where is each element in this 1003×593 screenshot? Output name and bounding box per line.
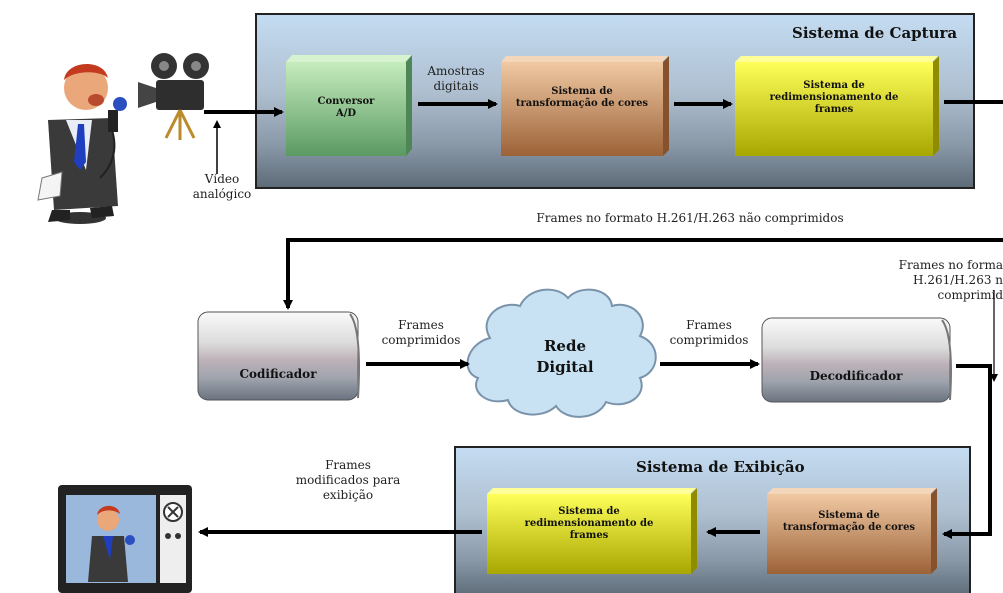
converter-label: Conversor A/D — [317, 96, 375, 119]
analog-video-label: Vídeo analógico — [192, 172, 252, 201]
color-transform-bottom-box — [767, 488, 937, 574]
color-transform-bottom-label: Sistema de transformação de cores — [782, 510, 916, 533]
resize-top-box — [735, 56, 939, 156]
reporter-icon — [37, 63, 127, 224]
encoder-box — [197, 311, 360, 401]
network-cloud — [466, 288, 657, 418]
decoder-label: Decodificador — [809, 369, 903, 383]
camera-icon — [138, 53, 209, 140]
display-frames-label: Frames modificados para exibição — [295, 458, 401, 502]
encoder-label: Codificador — [239, 367, 317, 381]
capture-panel-title: Sistema de Captura — [792, 24, 958, 42]
arrow-to-encoder — [283, 238, 1003, 310]
color-transform-top-box — [501, 56, 669, 156]
digital-samples-label: Amostras digitais — [427, 64, 485, 93]
resize-top-label: Sistema de redimensionamento de frames — [769, 80, 899, 115]
color-transform-top-label: Sistema de transformação de cores — [515, 86, 649, 109]
television-icon — [58, 485, 192, 593]
display-panel-title: Sistema de Exibição — [636, 458, 805, 476]
uncompressed-frames-right-label: Frames no forma H.261/H.263 n comprimid — [898, 258, 1003, 302]
resize-bottom-label: Sistema de redimensionamento de frames — [524, 506, 654, 541]
decoder-box — [761, 317, 952, 403]
network-label: Rede Digital — [536, 337, 594, 376]
converter-box — [286, 55, 412, 156]
compressed-frames-left-label: Frames comprimidos — [381, 318, 461, 347]
resize-bottom-box — [487, 488, 697, 574]
uncompressed-frames-label: Frames no formato H.261/H.263 não compri… — [536, 211, 844, 225]
compressed-frames-right-label: Frames comprimidos — [669, 318, 749, 347]
arrow-decoder-to-color-bottom — [942, 364, 992, 539]
